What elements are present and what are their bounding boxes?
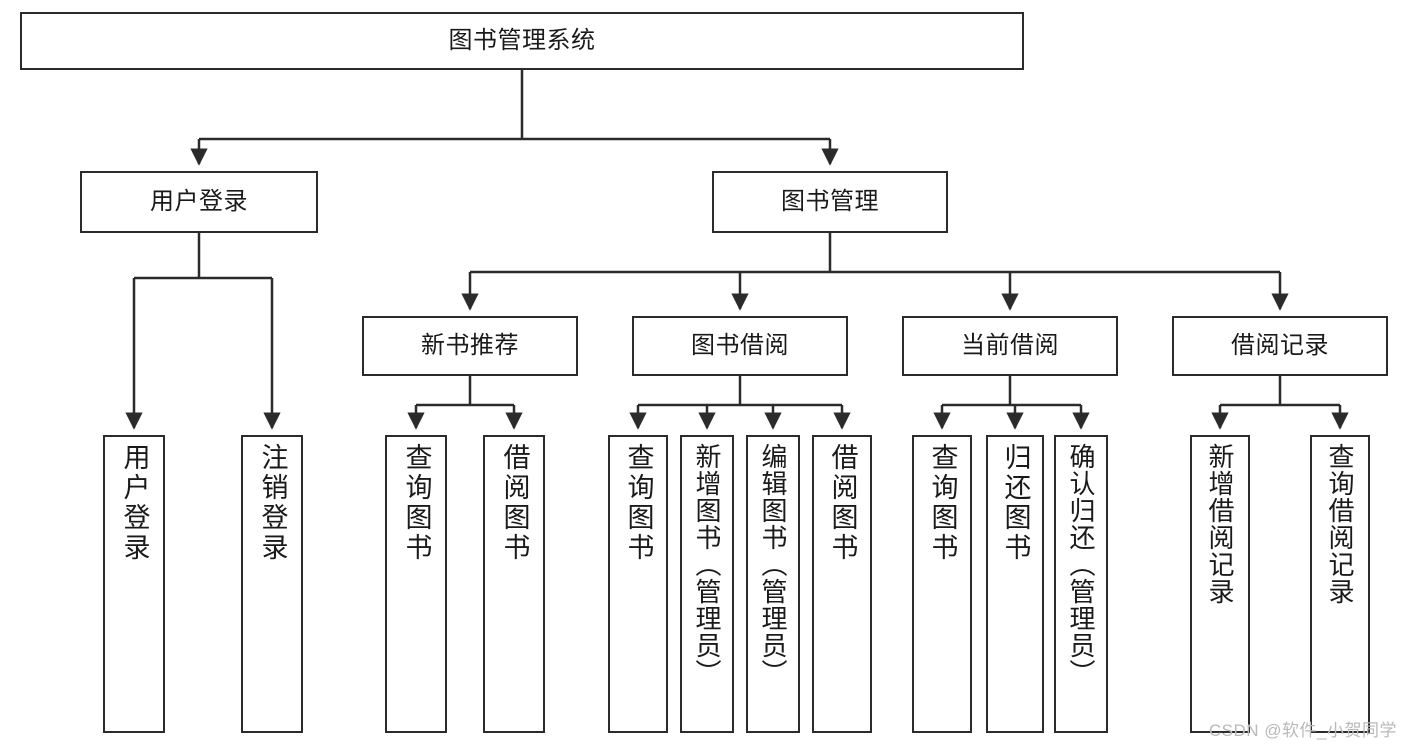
node-leaf-user-logout-label: 注销登录	[257, 443, 288, 563]
node-leaf-user-logout[interactable]: 注销登录	[241, 435, 303, 733]
node-leaf-confirm-return[interactable]: 确认归还（管理员）	[1054, 435, 1108, 733]
node-leaf-edit-book-label: 编辑图书（管理员）	[758, 443, 788, 686]
node-book-borrow[interactable]: 图书借阅	[632, 316, 848, 376]
node-book-borrow-label: 图书借阅	[691, 332, 789, 360]
node-leaf-borrow-book-1[interactable]: 借阅图书	[483, 435, 545, 733]
node-leaf-query-book-2[interactable]: 查询图书	[608, 435, 668, 733]
node-borrow-record[interactable]: 借阅记录	[1172, 316, 1388, 376]
node-leaf-edit-book[interactable]: 编辑图书（管理员）	[746, 435, 800, 733]
watermark-text: CSDN @软件_小贺同学	[1208, 721, 1397, 740]
node-leaf-borrow-book-2-label: 借阅图书	[827, 443, 858, 563]
node-leaf-query-book-3-label: 查询图书	[927, 443, 958, 563]
node-user-login-label: 用户登录	[150, 188, 248, 216]
node-new-book-rec[interactable]: 新书推荐	[362, 316, 578, 376]
node-leaf-query-record[interactable]: 查询借阅记录	[1310, 435, 1370, 733]
node-leaf-borrow-book-1-label: 借阅图书	[499, 443, 530, 563]
node-book-manage[interactable]: 图书管理	[712, 171, 948, 233]
node-root-label: 图书管理系统	[448, 27, 596, 55]
node-leaf-borrow-book-2[interactable]: 借阅图书	[812, 435, 872, 733]
node-leaf-user-login[interactable]: 用户登录	[103, 435, 165, 733]
node-leaf-add-record[interactable]: 新增借阅记录	[1190, 435, 1250, 733]
node-leaf-return-book[interactable]: 归还图书	[986, 435, 1044, 733]
node-leaf-query-book-1-label: 查询图书	[401, 443, 432, 563]
node-book-manage-label: 图书管理	[781, 188, 879, 216]
node-borrow-record-label: 借阅记录	[1231, 332, 1329, 360]
node-leaf-query-record-label: 查询借阅记录	[1325, 443, 1355, 605]
node-current-borrow-label: 当前借阅	[961, 332, 1059, 360]
node-leaf-add-book-label: 新增图书（管理员）	[692, 443, 722, 686]
node-current-borrow[interactable]: 当前借阅	[902, 316, 1118, 376]
node-leaf-add-record-label: 新增借阅记录	[1205, 443, 1235, 605]
node-leaf-return-book-label: 归还图书	[1000, 443, 1031, 563]
node-leaf-query-book-3[interactable]: 查询图书	[912, 435, 972, 733]
node-leaf-confirm-return-label: 确认归还（管理员）	[1066, 443, 1096, 686]
node-leaf-add-book[interactable]: 新增图书（管理员）	[680, 435, 734, 733]
node-user-login[interactable]: 用户登录	[80, 171, 318, 233]
node-leaf-query-book-1[interactable]: 查询图书	[385, 435, 447, 733]
node-leaf-user-login-label: 用户登录	[119, 443, 150, 563]
node-new-book-rec-label: 新书推荐	[421, 332, 519, 360]
node-root[interactable]: 图书管理系统	[20, 12, 1024, 70]
node-leaf-query-book-2-label: 查询图书	[623, 443, 654, 563]
